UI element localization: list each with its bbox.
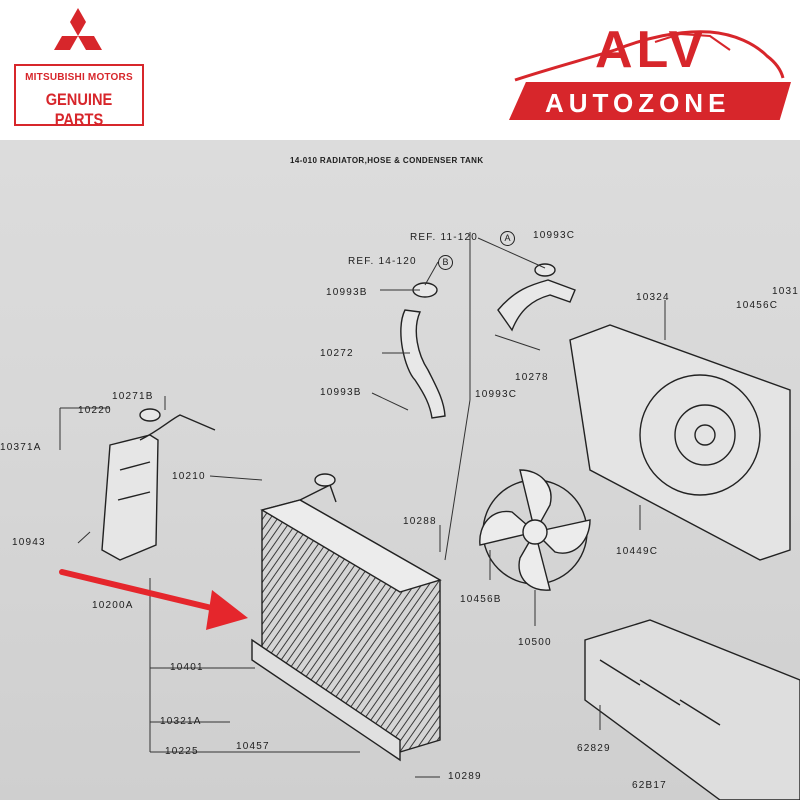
autozone-banner <box>509 82 791 120</box>
part-10272: 10272 <box>320 348 354 359</box>
genuine-parts-text: GENUINE PARTS <box>45 90 113 129</box>
part-10288: 10288 <box>403 516 437 527</box>
ref-14-120-label: REF. 14-120 <box>348 256 417 267</box>
parts-catalog-page: 14-010 RADIATOR,HOSE & CONDENSER TANK <box>0 140 800 800</box>
part-10456c: 10456C <box>736 300 779 311</box>
part-10457: 10457 <box>236 741 270 752</box>
part-10401: 10401 <box>170 662 204 673</box>
part-10500: 10500 <box>518 637 552 648</box>
part-1031: 1031 <box>772 286 800 297</box>
lower-support <box>584 619 800 800</box>
part-10210: 10210 <box>172 471 206 482</box>
car-silhouette-icon <box>514 30 785 82</box>
radiator-hoses <box>400 263 576 419</box>
part-62829: 62829 <box>577 743 611 754</box>
alv-title: ALV <box>595 21 708 79</box>
leader-lines <box>59 232 666 778</box>
mitsubishi-motors-text: MITSUBISHI MOTORS <box>25 72 133 83</box>
mitsubishi-logo: MITSUBISHI MOTORS GENUINE PARTS <box>8 6 148 130</box>
part-10225: 10225 <box>165 746 199 757</box>
exploded-diagram <box>59 232 800 800</box>
part-10456b: 10456B <box>460 594 502 605</box>
part-10271b: 10271B <box>112 391 154 402</box>
part-10993b-top: 10993B <box>326 287 368 298</box>
fan-shroud <box>569 324 791 561</box>
part-10324: 10324 <box>636 292 670 303</box>
reservoir-tank <box>101 408 216 561</box>
three-diamond-icon <box>54 8 102 50</box>
ref-11-120-label: REF. 11-120 <box>410 232 479 243</box>
diagram-title: 14-010 RADIATOR,HOSE & CONDENSER TANK <box>290 156 484 165</box>
fan-blade <box>479 469 591 591</box>
autozone-text: AUTOZONE <box>545 88 731 118</box>
part-62b17: 62B17 <box>632 780 667 791</box>
part-10200a: 10200A <box>92 600 134 611</box>
part-10449c: 10449C <box>616 546 659 557</box>
part-10220: 10220 <box>78 405 112 416</box>
part-10371a: 10371A <box>0 442 42 453</box>
part-10943: 10943 <box>12 537 46 548</box>
genuine-parts-badge: MITSUBISHI MOTORS GENUINE PARTS <box>14 64 144 129</box>
part-10993c-top: 10993C <box>533 230 576 241</box>
part-10278: 10278 <box>515 372 549 383</box>
ref-b-badge: B <box>438 255 453 270</box>
logo-header: MITSUBISHI MOTORS GENUINE PARTS ALV AUTO… <box>0 0 800 140</box>
alv-autozone-logo: ALV AUTOZONE <box>505 20 791 125</box>
part-10289: 10289 <box>448 771 482 782</box>
part-10993c-mid: 10993C <box>475 389 518 400</box>
highlight-arrow <box>59 569 248 630</box>
part-10993b-mid: 10993B <box>320 387 362 398</box>
radiator <box>251 473 442 762</box>
ref-a-badge: A <box>500 231 515 246</box>
part-10321a: 10321A <box>160 716 202 727</box>
